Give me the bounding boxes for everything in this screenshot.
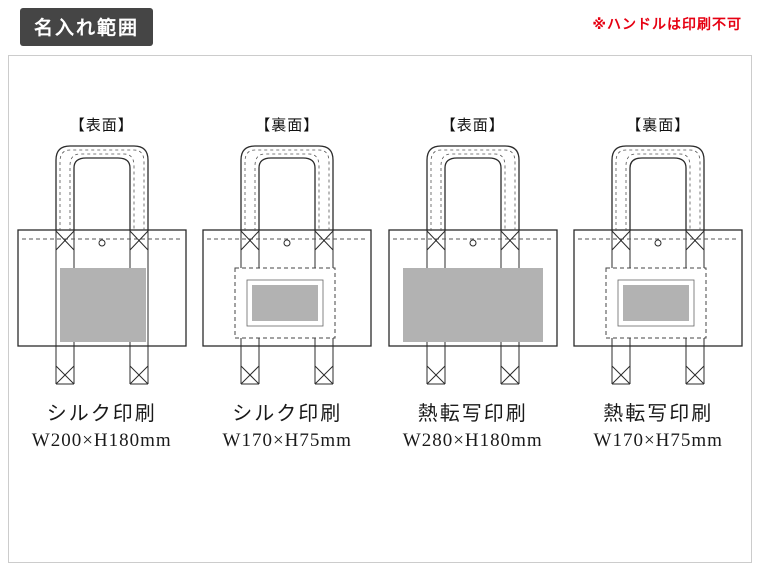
bag-figure-front-heat: 【表面】 熱転写印刷 W280×H180mm [380,114,566,454]
bag-figure-front-silk: 【表面】 シルク印刷 W200×H180mm [9,114,195,454]
handle-warning-note: ※ハンドルは印刷不可 [592,16,742,32]
print-caption: シルク印刷 W200×H180mm [32,401,172,454]
bag-figure-back-silk: 【裏面】 シルク印刷 W170×H75mm [195,114,381,454]
side-label: 【裏面】 [626,117,691,134]
print-method: シルク印刷 [232,403,343,425]
side-label: 【裏面】 [255,117,320,134]
tote-bag-diagram [573,145,743,385]
tote-bag-diagram [17,145,187,385]
side-label: 【表面】 [440,117,505,134]
print-size: W200×H180mm [31,430,172,451]
print-size: W280×H180mm [402,430,543,451]
bag-figures: 【表面】 シルク印刷 W200×H180mm 【裏面】 シルク印刷 W170×H… [9,56,751,454]
print-method: 熱転写印刷 [417,403,528,425]
bag-figure-back-heat: 【裏面】 熱転写印刷 W170×H75mm [566,114,752,454]
print-size: W170×H75mm [593,430,723,451]
print-caption: 熱転写印刷 W280×H180mm [403,401,543,454]
tote-bag-diagram [202,145,372,385]
section-title-badge: 名入れ範囲 [20,8,154,46]
print-method: シルク印刷 [46,403,157,425]
print-method: 熱転写印刷 [603,403,714,425]
tote-bag-diagram [388,145,558,385]
diagram-panel: 【表面】 シルク印刷 W200×H180mm 【裏面】 シルク印刷 W170×H… [8,55,752,563]
side-label: 【表面】 [69,117,134,134]
print-caption: シルク印刷 W170×H75mm [223,401,352,454]
print-size: W170×H75mm [222,430,352,451]
print-caption: 熱転写印刷 W170×H75mm [594,401,723,454]
